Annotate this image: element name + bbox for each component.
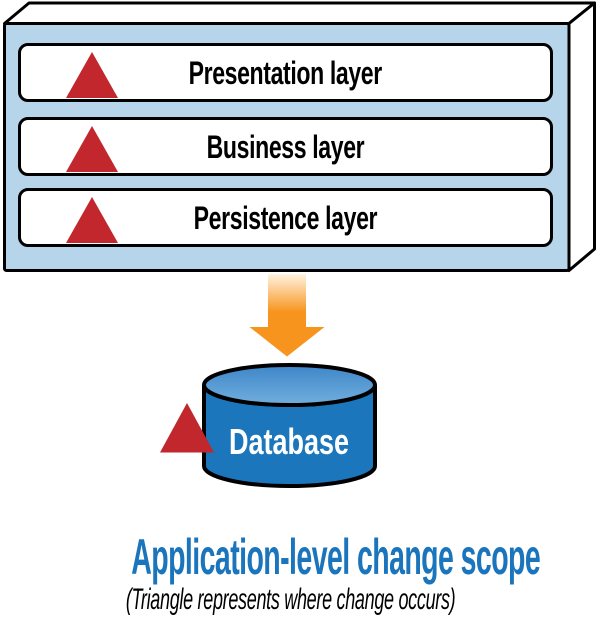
layer-persistence: Persistence layer <box>18 188 553 247</box>
database-label-container: Database <box>202 422 377 462</box>
layer-presentation-label: Presentation layer <box>188 54 383 91</box>
red-triangle-icon <box>160 403 214 453</box>
layer-business: Business layer <box>18 117 553 176</box>
database-label: Database <box>229 421 350 462</box>
layer-presentation: Presentation layer <box>18 43 553 102</box>
down-arrow-icon <box>249 274 325 357</box>
diagram-title: Application-level change scope <box>131 529 541 585</box>
red-triangle-icon <box>66 126 118 172</box>
diagram-subtitle: (Triangle represents where change occurs… <box>126 583 456 616</box>
red-triangle-icon <box>66 52 118 98</box>
box-right-face <box>567 1 596 272</box>
caption-title-row: Application-level change scope <box>0 531 577 584</box>
layer-persistence-label: Persistence layer <box>193 199 378 236</box>
red-triangle-icon <box>66 197 118 243</box>
layer-business-label: Business layer <box>206 128 365 165</box>
box-top-face <box>3 1 596 25</box>
database-cylinder-top <box>202 363 377 407</box>
caption-subtitle-row: (Triangle represents where change occurs… <box>0 584 591 616</box>
